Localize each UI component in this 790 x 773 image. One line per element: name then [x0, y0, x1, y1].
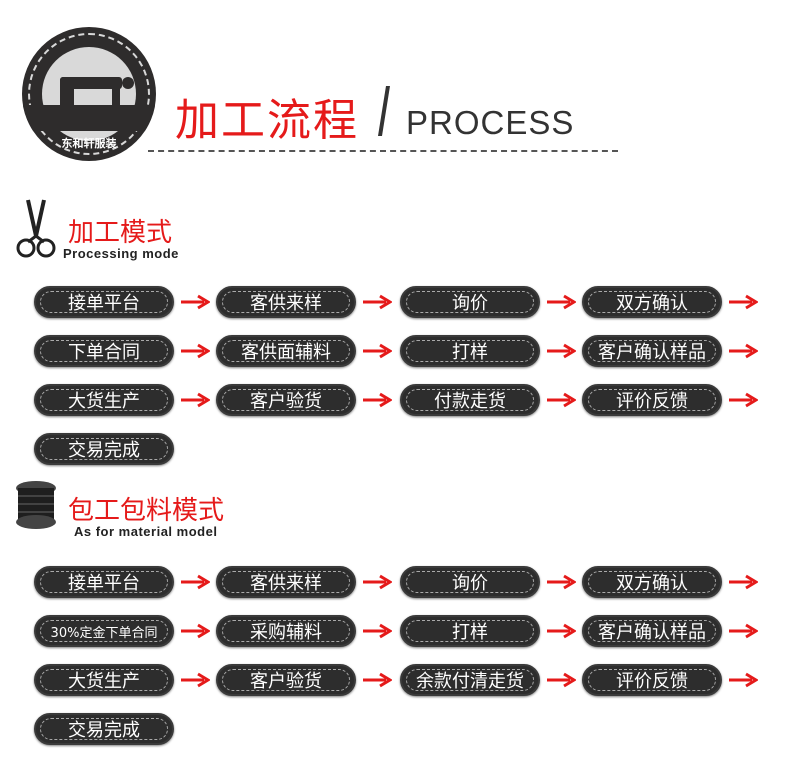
page-title-en: PROCESS	[406, 104, 575, 141]
process-step-label: 打样	[452, 342, 488, 363]
process-step-label: 客供面辅料	[241, 342, 331, 363]
process-step: 交易完成	[34, 433, 174, 465]
brand-logo: 东和轩服装	[22, 27, 156, 161]
arrow-right-icon	[729, 574, 758, 590]
process-step: 接单平台	[34, 286, 174, 318]
title-slash-icon	[378, 86, 390, 136]
arrow-right-icon	[729, 672, 758, 688]
process-step: 30%定金下单合同	[34, 615, 174, 647]
arrow-right-icon	[547, 294, 576, 310]
process-step-label: 打样	[452, 622, 488, 643]
process-step-label: 客户验货	[250, 671, 322, 692]
process-step: 客户验货	[216, 384, 356, 416]
arrow-right-icon	[363, 623, 392, 639]
process-step-label: 评价反馈	[616, 671, 688, 692]
logo-ring	[28, 33, 150, 155]
process-step: 评价反馈	[582, 384, 722, 416]
process-step: 询价	[400, 286, 540, 318]
arrow-right-icon	[181, 623, 210, 639]
process-step: 付款走货	[400, 384, 540, 416]
arrow-right-icon	[363, 392, 392, 408]
process-step: 客供来样	[216, 566, 356, 598]
process-step-label: 客户确认样品	[598, 622, 706, 643]
process-step-label: 交易完成	[68, 440, 140, 461]
arrow-right-icon	[181, 574, 210, 590]
process-step: 接单平台	[34, 566, 174, 598]
thread-spool-icon	[16, 481, 56, 529]
process-step: 客供来样	[216, 286, 356, 318]
section2-subtitle: As for material model	[74, 524, 218, 539]
arrow-right-icon	[181, 294, 210, 310]
arrow-right-icon	[181, 343, 210, 359]
process-step-label: 接单平台	[68, 293, 140, 314]
arrow-right-icon	[547, 392, 576, 408]
process-step-label: 大货生产	[68, 671, 140, 692]
arrow-right-icon	[547, 623, 576, 639]
arrow-right-icon	[729, 294, 758, 310]
arrow-right-icon	[363, 343, 392, 359]
arrow-right-icon	[729, 343, 758, 359]
section2-title: 包工包料模式	[68, 496, 225, 526]
process-step: 下单合同	[34, 335, 174, 367]
process-step-label: 双方确认	[616, 293, 688, 314]
process-step-label: 采购辅料	[250, 622, 322, 643]
arrow-right-icon	[363, 294, 392, 310]
process-step-label: 客户确认样品	[598, 342, 706, 363]
process-step-label: 询价	[452, 573, 488, 594]
section1-title: 加工模式	[68, 218, 173, 248]
process-step: 客户确认样品	[582, 615, 722, 647]
process-step-label: 付款走货	[434, 391, 506, 412]
process-step-label: 接单平台	[68, 573, 140, 594]
process-step: 客户验货	[216, 664, 356, 696]
arrow-right-icon	[729, 392, 758, 408]
process-step-label: 30%定金下单合同	[50, 625, 158, 641]
arrow-right-icon	[363, 574, 392, 590]
process-step: 大货生产	[34, 664, 174, 696]
logo-band	[22, 105, 156, 131]
process-step-label: 大货生产	[68, 391, 140, 412]
process-step-label: 下单合同	[68, 342, 140, 363]
process-step: 打样	[400, 615, 540, 647]
process-step: 打样	[400, 335, 540, 367]
scissors-icon	[16, 199, 56, 258]
process-step-label: 客户验货	[250, 391, 322, 412]
process-step: 客户确认样品	[582, 335, 722, 367]
process-step-label: 询价	[452, 293, 488, 314]
arrow-right-icon	[729, 623, 758, 639]
process-step: 余款付清走货	[400, 664, 540, 696]
process-step: 采购辅料	[216, 615, 356, 647]
process-step-label: 交易完成	[68, 720, 140, 741]
page-title-cn: 加工流程	[175, 95, 359, 146]
process-step: 客供面辅料	[216, 335, 356, 367]
arrow-right-icon	[547, 574, 576, 590]
arrow-right-icon	[547, 343, 576, 359]
process-step-label: 余款付清走货	[416, 671, 524, 692]
arrow-right-icon	[181, 392, 210, 408]
logo-text: 东和轩服装	[61, 137, 117, 150]
section1-subtitle: Processing mode	[63, 246, 179, 261]
process-step: 交易完成	[34, 713, 174, 745]
process-step-label: 客供来样	[250, 293, 322, 314]
arrow-right-icon	[181, 672, 210, 688]
process-step-label: 评价反馈	[616, 391, 688, 412]
process-step-label: 双方确认	[616, 573, 688, 594]
process-step: 询价	[400, 566, 540, 598]
process-step: 双方确认	[582, 286, 722, 318]
arrow-right-icon	[547, 672, 576, 688]
process-step-label: 客供来样	[250, 573, 322, 594]
process-step: 评价反馈	[582, 664, 722, 696]
arrow-right-icon	[363, 672, 392, 688]
process-step: 大货生产	[34, 384, 174, 416]
title-divider	[148, 150, 618, 152]
process-step: 双方确认	[582, 566, 722, 598]
